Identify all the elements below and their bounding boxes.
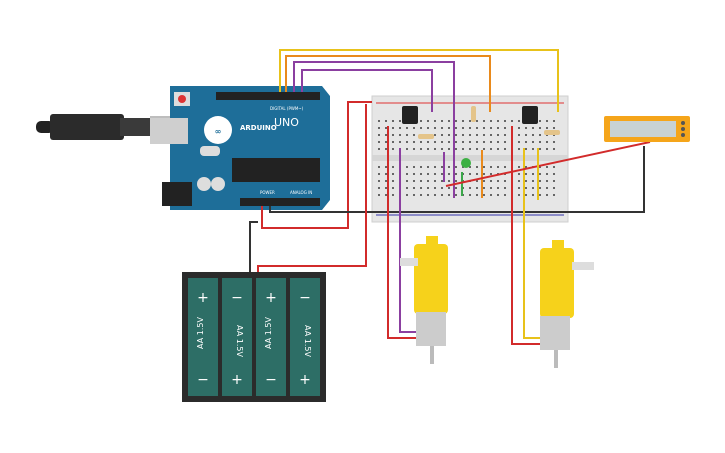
digital-header [216, 92, 320, 100]
battery-terminal-top: − [299, 290, 311, 306]
wire-black-gnd [269, 146, 645, 213]
wire-black-battery [249, 221, 258, 276]
atmega-chip [232, 158, 320, 182]
svg-text:∞: ∞ [215, 127, 222, 136]
arduino-logo-text: ARDUINO [240, 124, 277, 132]
arduino-model: UNO [274, 116, 299, 129]
battery-terminal-top: − [231, 290, 243, 306]
wire-red-arduino-5v [261, 101, 372, 229]
power-header-label: POWER [260, 190, 275, 195]
battery-terminal-bottom: − [197, 372, 209, 388]
led-icon [461, 158, 471, 168]
digital-header-label: DIGITAL (PWM~) [270, 106, 304, 111]
battery-cell-label: AA 1.5V [196, 317, 205, 349]
arduino-uno-board: ∞ ARDUINO UNO DIGITAL (PWM~) POWER ANALO… [150, 86, 330, 210]
wire-red-motor-2 [511, 126, 540, 345]
analog-header-label: ANALOG IN [290, 190, 312, 195]
wire-red-battery [257, 104, 367, 272]
wire-orange-top [285, 55, 491, 112]
battery-terminal-top: + [265, 290, 277, 306]
wires [249, 49, 651, 345]
dc-jack-icon [162, 182, 192, 206]
wire-yellow-top [279, 49, 559, 112]
wire-red-motor-1 [387, 126, 418, 339]
battery-cell: − + AA 1.5V [290, 278, 320, 396]
wire-red-display [445, 141, 651, 187]
lcd-display-icon [604, 116, 690, 142]
battery-terminal-bottom: + [299, 372, 311, 388]
battery-cell-label: AA 1.5V [264, 317, 273, 349]
battery-terminal-bottom: + [231, 372, 243, 388]
battery-pack: + − AA 1.5V − + AA 1.5V + − AA 1.5V − + AA 1.5V [182, 272, 326, 402]
resistor-icon [418, 106, 560, 139]
power-analog-header [240, 198, 320, 206]
battery-cell: − + AA 1.5V [222, 278, 252, 396]
wire-purple-top-1 [293, 61, 455, 198]
wire-yellow-motor-2 [523, 148, 540, 339]
reset-button-icon [174, 92, 190, 106]
dc-motor-icon [400, 236, 448, 364]
transistor-icon [402, 106, 538, 124]
battery-terminal-bottom: − [265, 372, 277, 388]
wire-purple-motor-1 [399, 148, 418, 333]
battery-cell-label: AA 1.5V [235, 325, 244, 357]
battery-cell: + − AA 1.5V [188, 278, 218, 396]
battery-cell: + − AA 1.5V [256, 278, 286, 396]
wire-purple-top-2 [301, 69, 433, 112]
battery-terminal-top: + [197, 290, 209, 306]
dc-motor-icon [540, 240, 594, 368]
battery-cell-label: AA 1.5V [303, 325, 312, 357]
